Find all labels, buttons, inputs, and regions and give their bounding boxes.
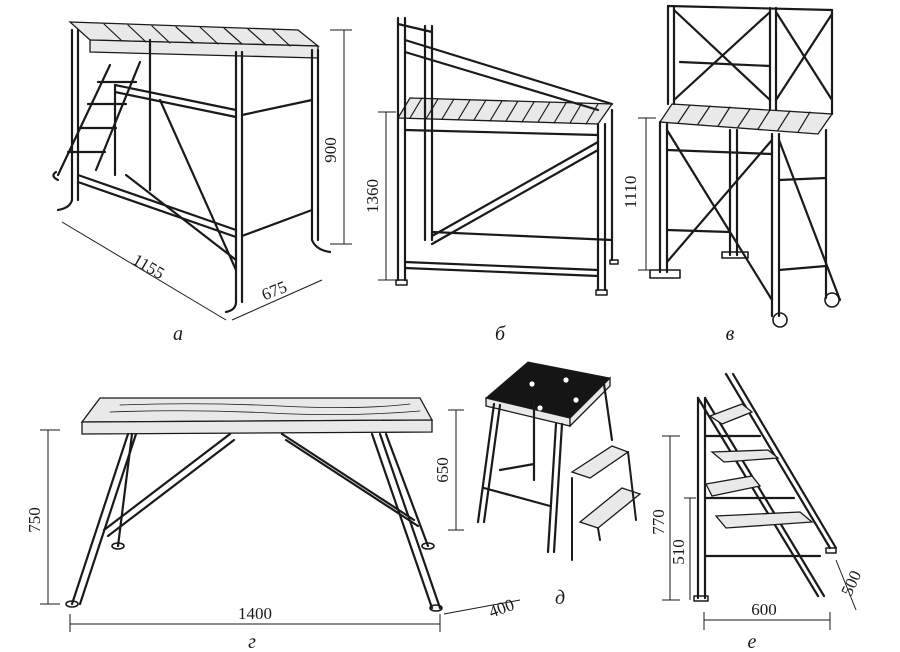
figure-g-wood-grain [109, 403, 421, 415]
figure-v-wheel-right [824, 292, 840, 308]
figure-g-top [80, 397, 434, 423]
figure-b-dim-height: 1360 [363, 179, 382, 213]
figure-v-dimension-lines [638, 117, 656, 271]
figure-g-caption: г [248, 631, 256, 652]
figure-d-caption: д [555, 587, 565, 609]
figure-g-dim-width: 400 [486, 595, 516, 622]
figure-g-dim-length: 1400 [238, 604, 272, 623]
figure-d-legs [476, 382, 614, 554]
figure-v-deck-slats [677, 104, 811, 133]
figure-e-dim-depth: 500 [837, 568, 865, 599]
figure-a-deck-slats [103, 23, 291, 47]
figure-e-caption: е [748, 631, 757, 652]
figure-v-frame [658, 4, 842, 318]
figure-b-dimension-lines [378, 111, 396, 281]
figure-b-feet [395, 259, 619, 296]
figure-e-steps [705, 403, 814, 529]
figure-g-legs [70, 432, 442, 610]
figure-v-wheel-left [772, 312, 788, 328]
figure-b-scaffold: 1360 б [363, 16, 619, 345]
figure-b-frame [396, 16, 614, 292]
figure-e-dim-height: 770 [649, 509, 668, 535]
figure-a-dim-length: 1155 [129, 250, 167, 283]
figure-g-dim-height: 750 [25, 507, 44, 533]
figure-e-step-ladder: 770 510 600 500 е [649, 372, 865, 652]
figure-a-scaffold: 1155 675 900 а [52, 21, 352, 345]
figure-d-stool: 650 д [433, 361, 642, 609]
figure-b-caption: б [495, 323, 506, 345]
figure-a-dim-width: 675 [259, 277, 290, 304]
figure-e-dimension-lines [662, 435, 857, 630]
figure-a-caption: а [173, 323, 183, 345]
figure-v-dim-height: 1110 [621, 176, 640, 209]
figure-e-dim-width: 600 [751, 600, 777, 619]
figure-e-feet [693, 547, 837, 602]
figure-v-base [649, 251, 840, 328]
figure-e-frame [696, 372, 838, 600]
figure-d-seat-bolts [529, 377, 579, 411]
figure-d-dim-height: 650 [433, 457, 452, 483]
figure-g-feet [65, 542, 443, 612]
figure-b-deck [396, 97, 614, 125]
figure-g-table: 750 1400 400 г [25, 397, 521, 652]
figure-a-dimension-lines [61, 29, 352, 321]
figure-d-dimension-lines [448, 409, 464, 531]
figure-d-steps [570, 445, 642, 561]
figure-a-dim-height: 900 [321, 137, 340, 163]
figure-g-dimension-lines [40, 429, 521, 632]
figure-v-scaffold: 1110 в [621, 4, 842, 345]
figure-e-dim-step-height: 510 [669, 539, 688, 565]
figure-a-frame [52, 28, 332, 314]
figure-v-caption: в [726, 323, 735, 345]
